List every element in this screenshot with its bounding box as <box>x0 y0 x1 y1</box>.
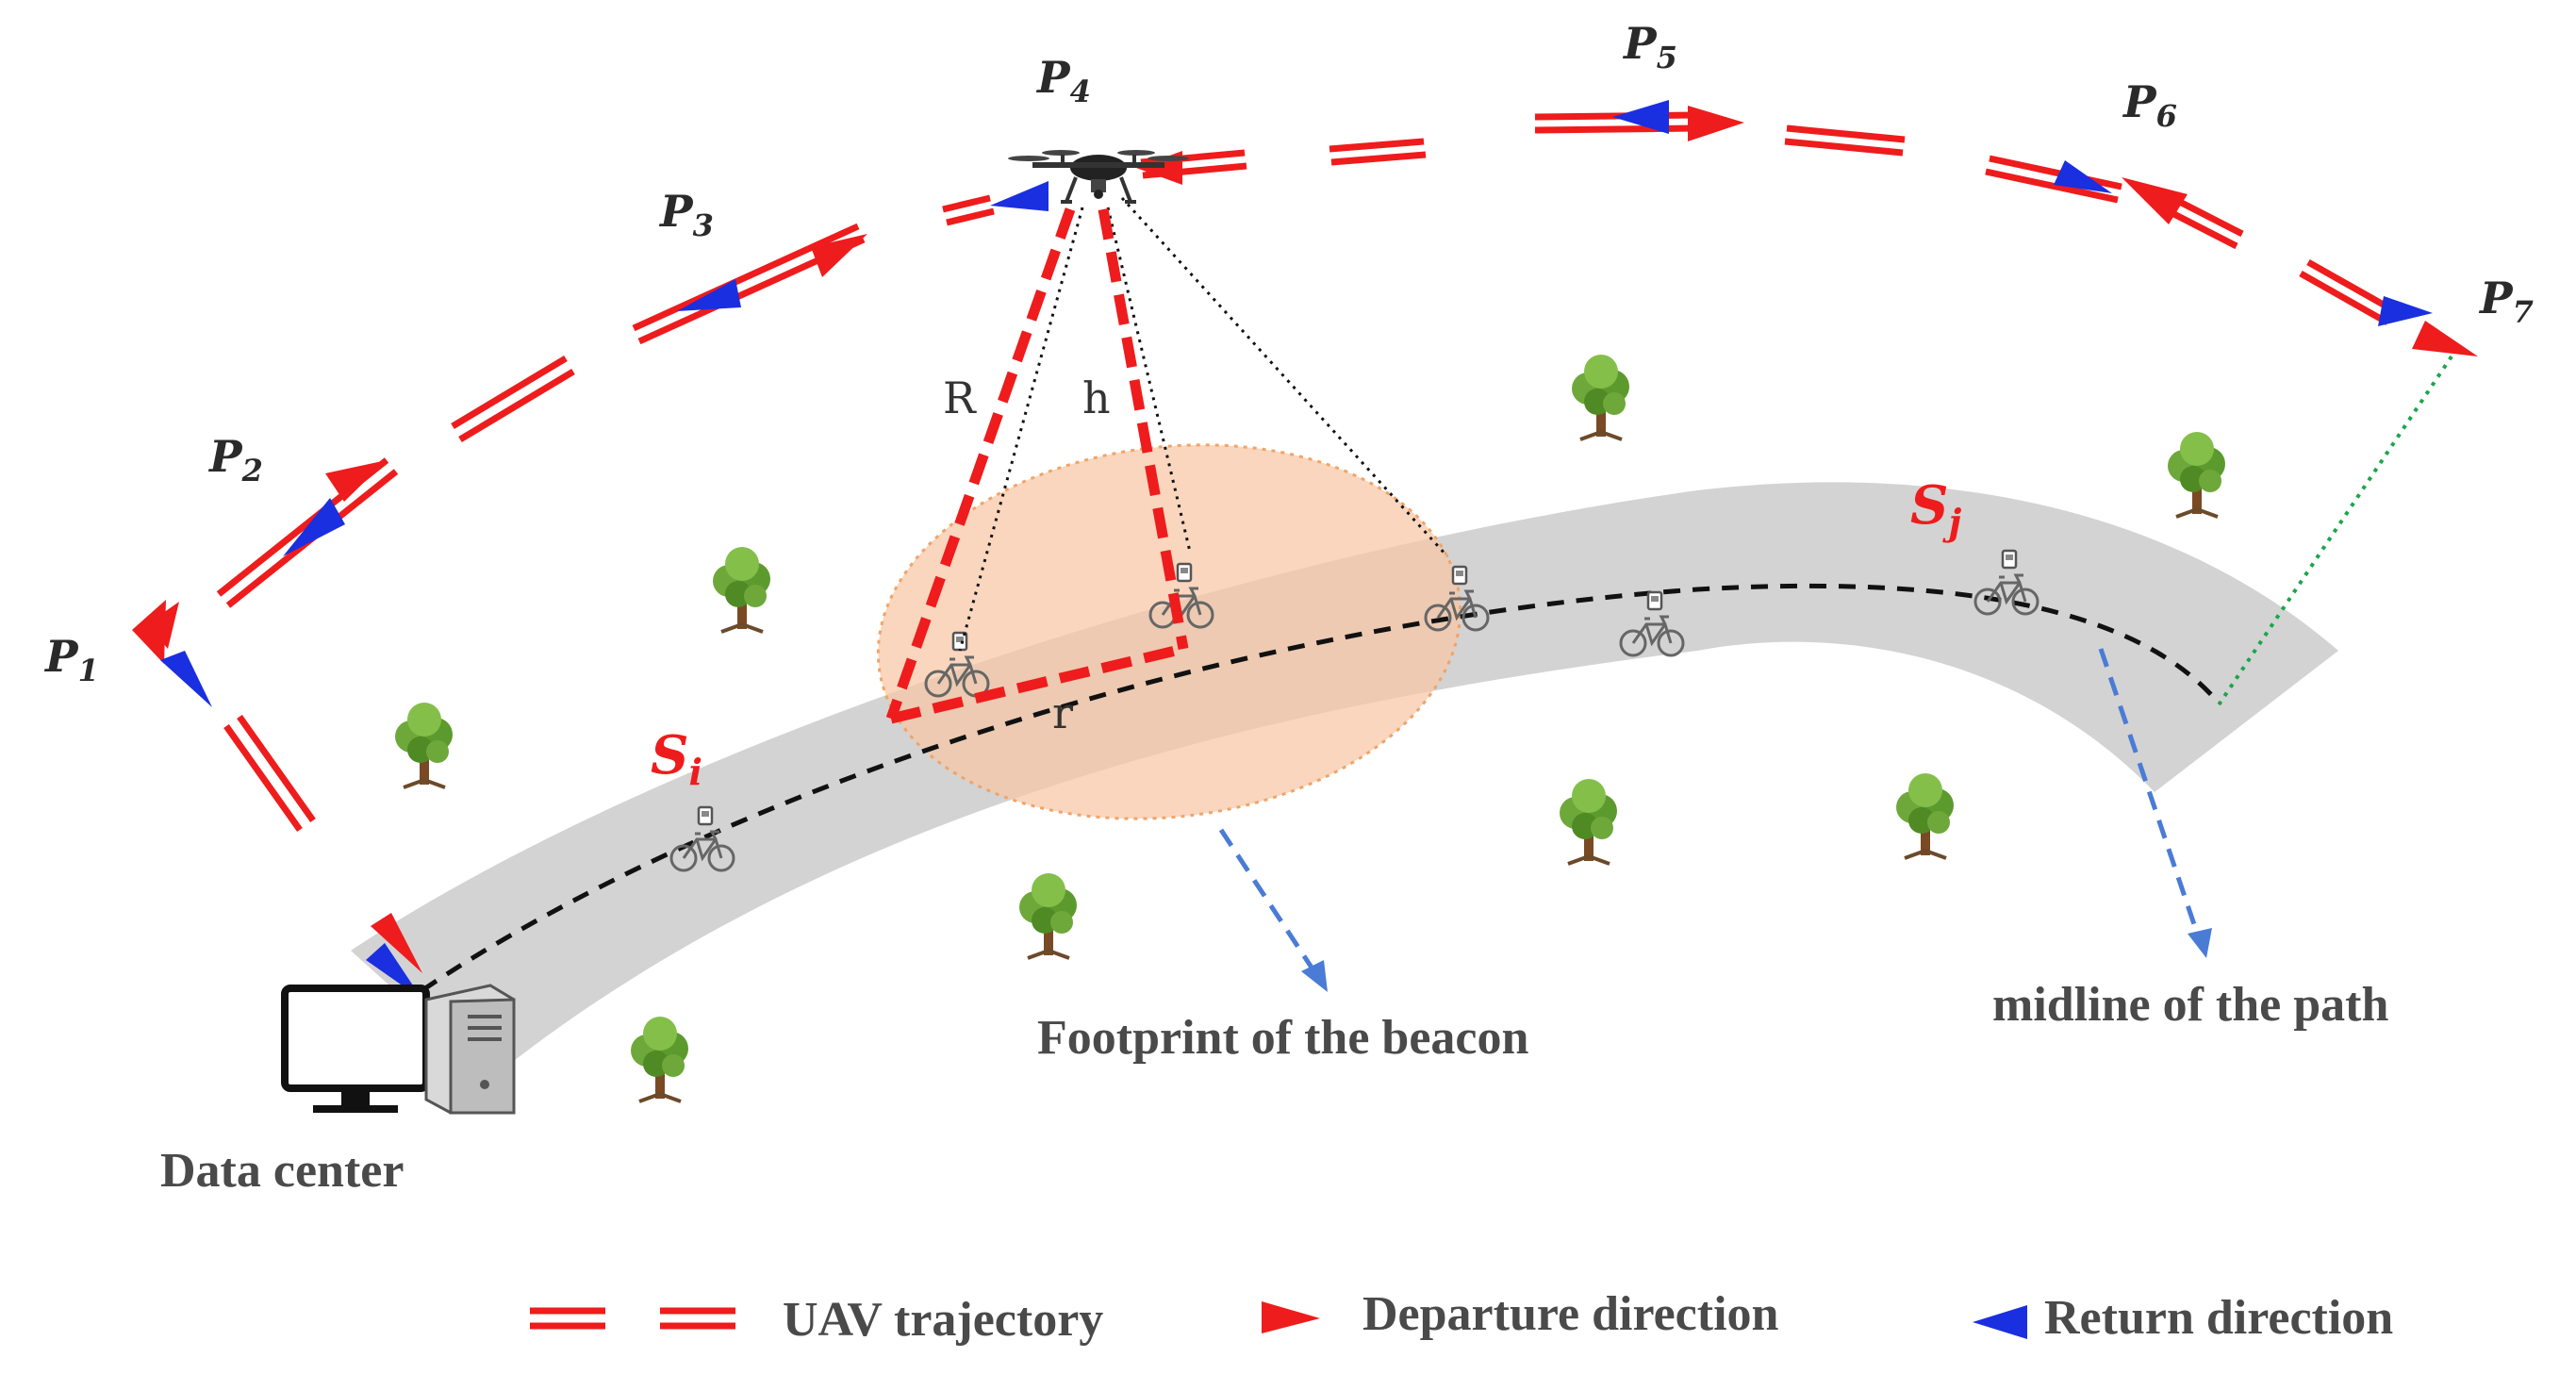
annotation-arrows <box>1218 648 2202 975</box>
data-center <box>281 984 516 1115</box>
point-labels: P1 P2 P3 P4 P5 P6 P7 <box>43 18 2534 688</box>
segment-label-sj: Sj <box>1910 474 1961 543</box>
label-R: R <box>943 372 977 423</box>
legend-departure-label: Departure direction <box>1362 1287 1779 1341</box>
tree-icon <box>1017 871 1079 960</box>
footprint-arrowhead <box>1301 960 1328 992</box>
server-tower-icon <box>424 984 516 1115</box>
beacon-footprint-area <box>876 443 1462 820</box>
svg-text:P1: P1 <box>43 631 99 688</box>
legend: UAV trajectory Departure direction Retur… <box>530 1287 2393 1347</box>
endpoint-link <box>2214 355 2453 711</box>
legend-trajectory-swatch <box>530 1307 735 1330</box>
svg-text:P4: P4 <box>1035 52 1091 109</box>
midline-label: midline of the path <box>1992 978 2388 1032</box>
svg-text:P5: P5 <box>1622 18 1677 75</box>
coverage-triangle <box>885 207 1189 724</box>
midline-arrowhead <box>2188 928 2212 958</box>
tree-icon <box>1894 771 1956 860</box>
tree-icon <box>1558 777 1619 866</box>
svg-text:P7: P7 <box>2478 273 2534 330</box>
monitor-icon <box>281 985 430 1113</box>
legend-trajectory-label: UAV trajectory <box>783 1293 1103 1347</box>
tree-icon <box>1570 353 1631 441</box>
footprint-label: Footprint of the beacon <box>1037 1011 1528 1065</box>
segment-label-si: Si <box>651 724 702 793</box>
svg-text:P3: P3 <box>658 186 714 243</box>
legend-departure-swatch <box>1262 1301 1320 1333</box>
legend-return-swatch <box>1973 1305 2027 1339</box>
legend-return-label: Return direction <box>2044 1291 2393 1345</box>
beacon-link-lines <box>958 196 1449 652</box>
road-path <box>351 482 2338 1079</box>
svg-text:P6: P6 <box>2122 76 2177 134</box>
departure-arrows <box>132 106 2478 973</box>
label-r: r <box>1052 687 1073 738</box>
svg-text:P2: P2 <box>207 431 263 488</box>
tree-icon <box>393 701 454 789</box>
data-center-label: Data center <box>160 1144 404 1198</box>
tree-icon <box>2166 430 2227 519</box>
label-h: h <box>1082 372 1111 423</box>
tree-icon <box>629 1015 690 1103</box>
tree-icon <box>711 545 772 634</box>
